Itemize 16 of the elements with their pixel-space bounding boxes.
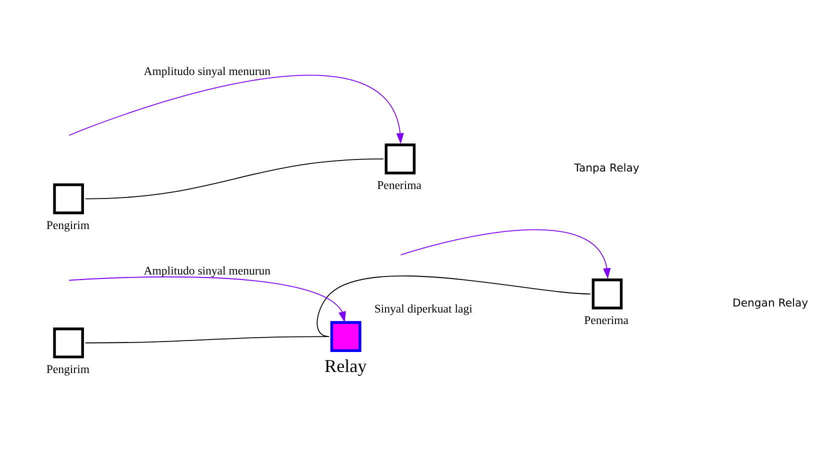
connector [84,158,384,200]
connector [316,276,591,337]
label: Tanpa Relay [574,162,640,175]
node-label: Relay [324,356,367,376]
arrow [400,229,611,279]
node-label: Pengirim [46,219,90,232]
node-label: Pengirim [46,363,90,376]
node-label: Penerima [584,314,629,328]
node-label: Sinyal diperkuat lagi [374,302,472,316]
edge-label: Amplitudo sinyal menurun [144,264,271,278]
connector [84,336,330,344]
edge-label: Amplitudo sinyal menurun [144,65,271,78]
arrow [68,276,346,322]
node-label: Penerima [377,179,422,192]
label: Dengan Relay [732,296,808,310]
arrow [68,74,404,144]
